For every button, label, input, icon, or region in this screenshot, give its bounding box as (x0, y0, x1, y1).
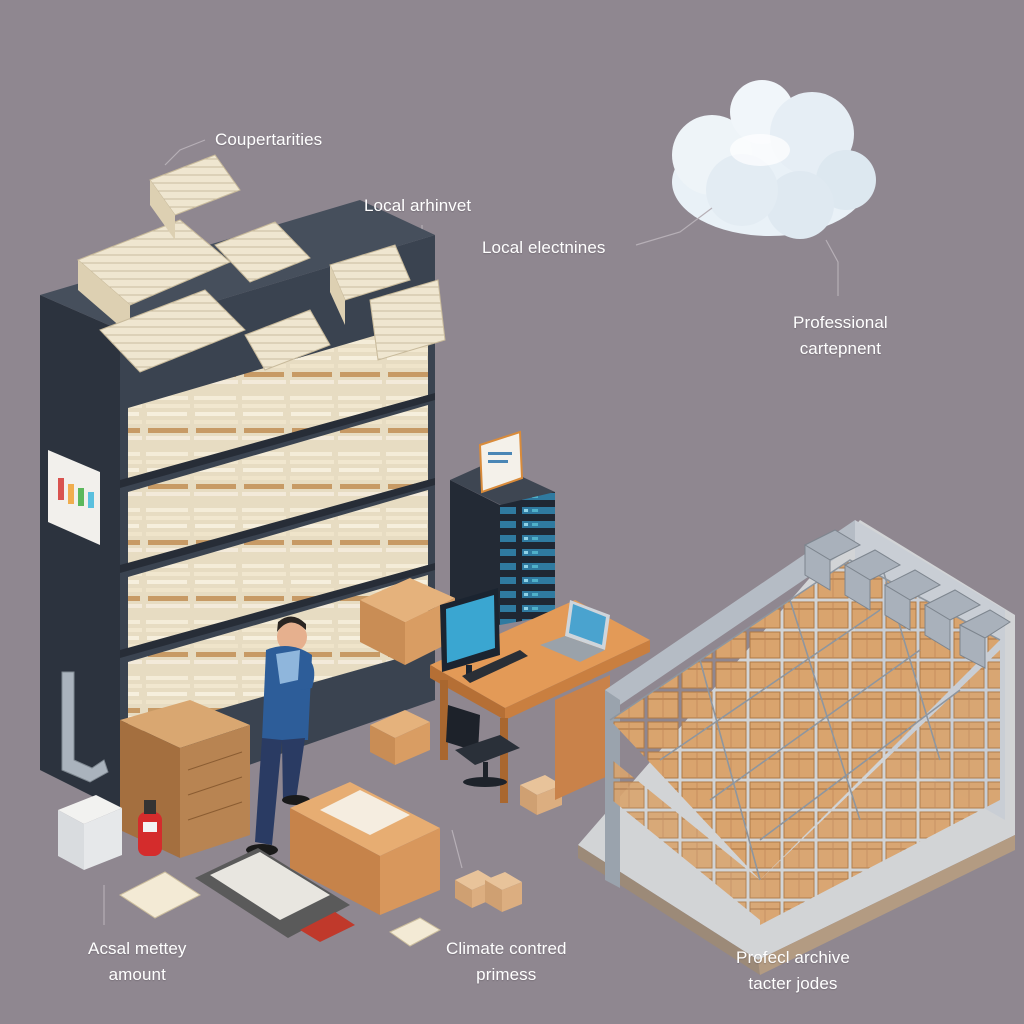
label-professional-archive: Profecl archive tacter jodes (736, 945, 850, 997)
label-text: cartepnent (799, 339, 882, 358)
cloud-icon (672, 80, 876, 239)
archive-storage-icon (578, 520, 1015, 975)
paper-stack-icon (77, 154, 446, 373)
fire-extinguisher-icon (138, 800, 162, 856)
laptop-icon (540, 600, 610, 662)
label-text: Local arhinvet (364, 196, 472, 215)
cardboard-box-icon (290, 782, 522, 915)
office-chair-icon (446, 705, 520, 787)
label-professional: Professional cartepnent (793, 310, 888, 362)
floor-papers (119, 848, 442, 947)
label-text: Profecl archive (736, 948, 850, 967)
label-text: primess (476, 965, 537, 984)
label-text: tacter jodes (748, 974, 838, 993)
label-text: Climate contred (446, 939, 567, 958)
computer-monitor-icon (440, 588, 528, 683)
label-text: Professional (793, 313, 888, 332)
label-text: Coupertarities (215, 130, 323, 149)
label-local-archive: Local arhinvet (364, 193, 471, 219)
pipe-icon (61, 671, 109, 783)
drawer-cabinet-icon (120, 700, 250, 858)
chart-poster-icon (48, 450, 100, 545)
label-actual-amount: Acsal mettey amount (88, 936, 187, 988)
label-text: Acsal mettey (88, 939, 187, 958)
storage-box-icon (58, 795, 122, 870)
label-climate-controlled: Climate contred primess (446, 936, 567, 988)
person-icon (246, 616, 315, 856)
server-rack-icon (450, 430, 555, 625)
label-coupertarities: Coupertarities (215, 127, 322, 153)
label-text: Local electnines (482, 238, 606, 257)
label-local-electronics: Local electnines (482, 235, 606, 261)
label-text: amount (108, 965, 166, 984)
